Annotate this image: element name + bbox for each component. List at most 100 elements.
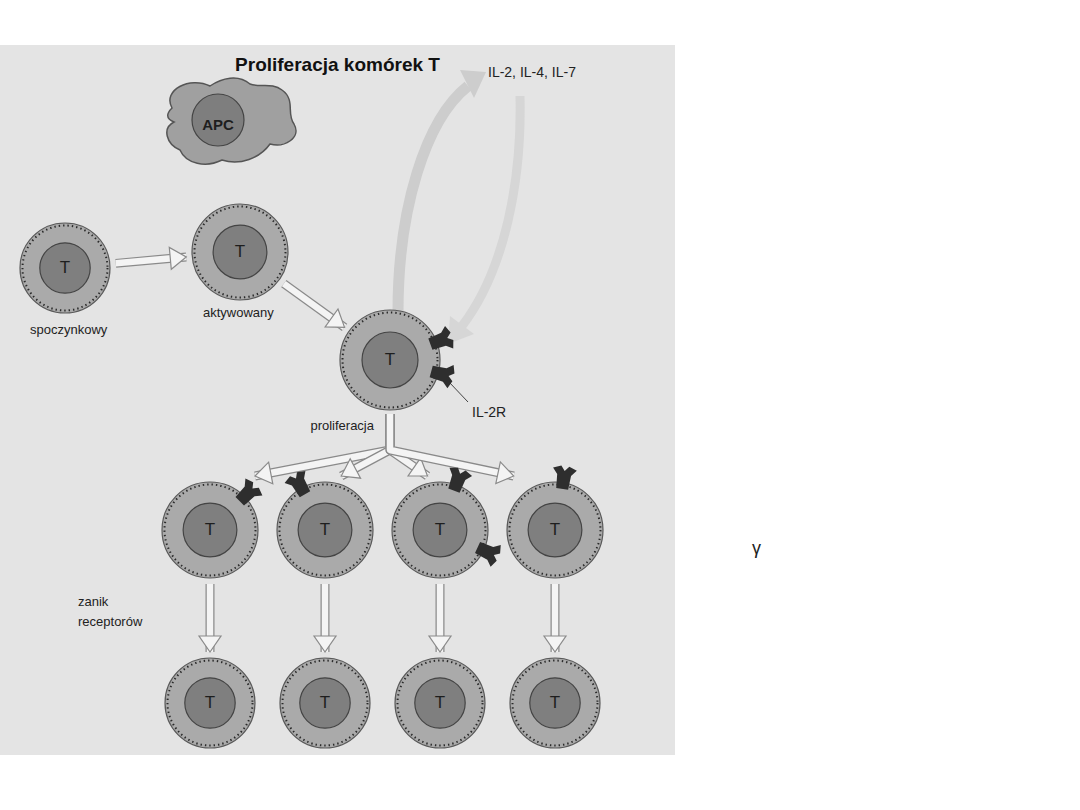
t-cell: T (391, 654, 489, 752)
nucleus (185, 678, 235, 728)
arrow-head (496, 462, 514, 484)
membrane-dots (343, 313, 438, 408)
t-cell: T (276, 654, 374, 752)
text-label: aktywowany (203, 305, 274, 320)
flow-arrow (544, 584, 566, 652)
text-label: spoczynkowy (30, 322, 107, 337)
arrow-head (255, 462, 273, 484)
flow-arrow (255, 414, 390, 484)
membrane-dots (513, 661, 598, 746)
apc-nucleus (192, 94, 244, 146)
arrow-head (169, 247, 186, 269)
apc-outline (167, 78, 296, 164)
nucleus (528, 503, 582, 557)
flow-arrow (390, 414, 428, 476)
cell-label: T (435, 693, 445, 713)
cell-label: APC (202, 116, 234, 133)
flow-arrow (314, 584, 336, 652)
arrow-head (314, 636, 336, 652)
arrow-shaft (390, 414, 514, 476)
arrow-head (544, 636, 566, 652)
nucleus (413, 503, 467, 557)
cell-membrane (277, 482, 373, 578)
cell-label: T (205, 520, 215, 540)
membrane-dots (395, 485, 486, 576)
cell-membrane (510, 658, 600, 748)
cell-label: T (385, 350, 395, 370)
cell-label-box: T (388, 478, 492, 582)
membrane-dots (168, 661, 253, 746)
arrow-head (429, 636, 451, 652)
cell-label-box: T (158, 478, 262, 582)
t-cell: T (16, 219, 114, 317)
nucleus (183, 503, 237, 557)
cell-label: T (320, 520, 330, 540)
arrow-head (460, 70, 486, 98)
membrane-dots (510, 485, 601, 576)
cell-membrane (507, 482, 603, 578)
t-cell: T (336, 306, 444, 414)
arrow-shaft-outline (255, 414, 390, 476)
text-label: IL-2, IL-4, IL-7 (488, 64, 576, 80)
nucleus (415, 678, 465, 728)
nucleus (213, 225, 267, 279)
nucleus (362, 332, 418, 388)
cell-label-box: T (273, 478, 377, 582)
flow-arrow (199, 584, 221, 652)
binding-arrow (462, 96, 520, 326)
cell-label-box: T (336, 306, 444, 414)
membrane-dots (23, 226, 108, 311)
cell-label: T (550, 693, 560, 713)
arrow-head (199, 636, 221, 652)
apc-cell: APC (160, 78, 300, 170)
flow-arrow (429, 584, 451, 652)
cell-label: T (550, 520, 560, 540)
arrow-head (341, 459, 360, 478)
t-cell: T (503, 478, 607, 582)
text-label: IL-2R (472, 404, 506, 420)
cell-membrane (162, 482, 258, 578)
nucleus (40, 243, 90, 293)
membrane-dots (283, 661, 368, 746)
flow-arrow (390, 414, 514, 483)
arrow-head (325, 309, 344, 327)
cell-membrane (340, 310, 440, 410)
leader-line (449, 382, 468, 402)
arrow-shaft-outline (390, 414, 514, 476)
cell-label-box: T (506, 654, 604, 752)
nucleus (530, 678, 580, 728)
cell-membrane (192, 204, 288, 300)
cell-membrane (165, 658, 255, 748)
membrane-dots (280, 485, 371, 576)
text-label: γ (752, 538, 761, 559)
arrow-shaft (255, 414, 390, 476)
t-cell: T (188, 200, 292, 304)
cell-label: T (60, 258, 70, 278)
membrane-dots (165, 485, 256, 576)
arrow-shaft-outline (284, 284, 345, 328)
cell-membrane (20, 223, 110, 313)
flow-arrow (116, 247, 186, 269)
cell-membrane (392, 482, 488, 578)
t-cell: T (158, 478, 262, 582)
cell-label-box: T (503, 478, 607, 582)
membrane-dots (398, 661, 483, 746)
cell-label-box: T (276, 654, 374, 752)
cell-label-box: T (391, 654, 489, 752)
panel (0, 45, 675, 755)
arrow-shaft (390, 414, 428, 476)
nucleus (298, 503, 352, 557)
cell-label-box: T (188, 200, 292, 304)
t-cell: T (388, 478, 492, 582)
cell-label: T (435, 520, 445, 540)
arrow-shaft-outline (390, 414, 428, 476)
cell-label-box: APC (160, 78, 276, 170)
nucleus (300, 678, 350, 728)
secretion-arrow (398, 86, 468, 312)
t-cell: T (273, 478, 377, 582)
cell-membrane (395, 658, 485, 748)
text-label: zanik receptorów (78, 592, 166, 631)
cell-membrane (280, 658, 370, 748)
t-cell: T (161, 654, 259, 752)
